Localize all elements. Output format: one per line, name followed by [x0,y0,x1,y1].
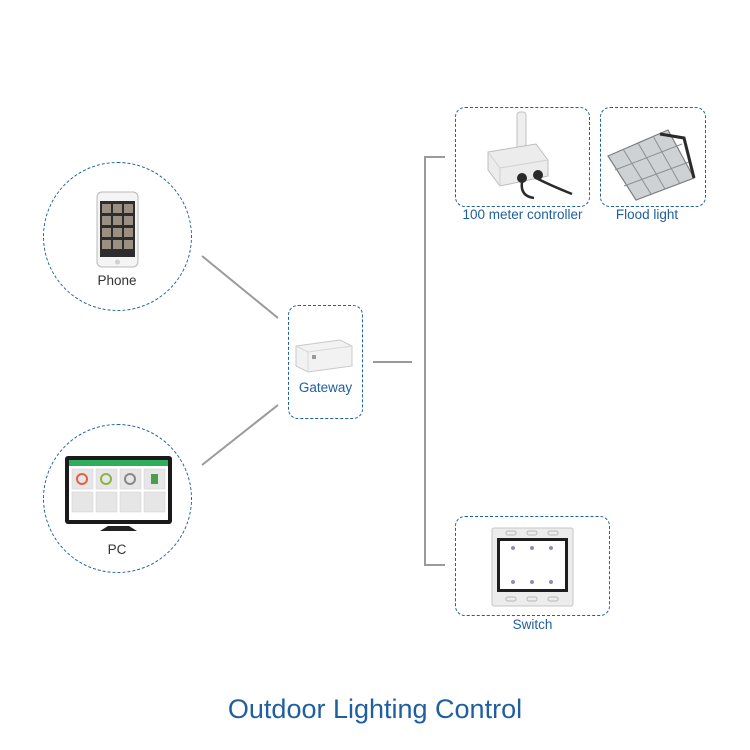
controller-label: 100 meter controller [462,207,583,222]
flood-light-node[interactable] [600,107,706,207]
gateway-node[interactable] [288,305,363,419]
gateway-label: Gateway [298,380,353,395]
pc-node[interactable] [43,424,192,573]
pc-gateway-line [201,404,279,466]
switch-node[interactable] [455,516,610,616]
controller-node[interactable] [455,107,590,207]
pc-label: PC [107,542,127,557]
phone-node[interactable] [43,162,192,311]
phone-label: Phone [97,273,137,288]
phone-gateway-line [201,255,279,319]
switch-label: Switch [512,617,553,632]
diagram-title: Outdoor Lighting Control [227,694,523,724]
device-bracket-line [424,156,445,566]
flood-light-label: Flood light [615,207,679,222]
